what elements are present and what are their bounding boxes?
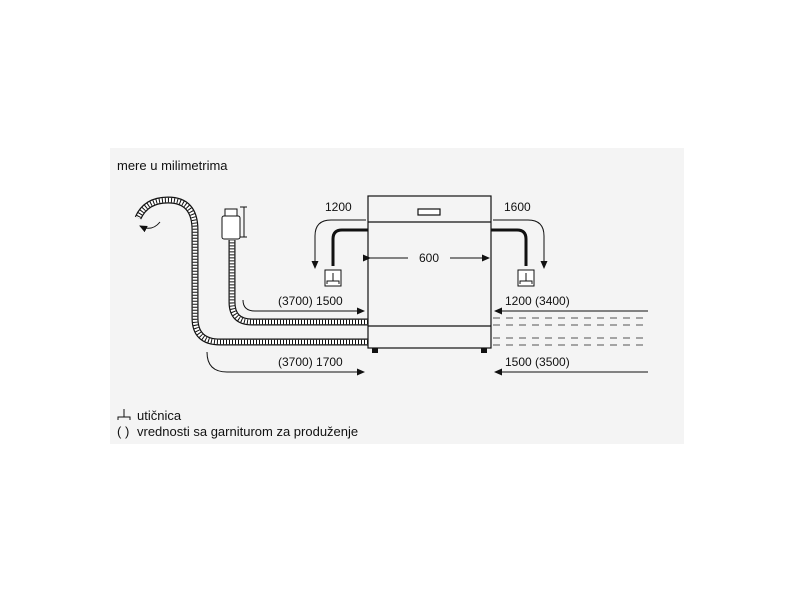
legend-socket-icon (117, 409, 131, 420)
drain-fitting (221, 206, 247, 240)
legend-socket-label: utičnica (137, 408, 182, 423)
left-drain-label: (3700) 1500 (278, 294, 343, 308)
drain-hose (228, 240, 368, 326)
left-power-cord (331, 228, 368, 266)
right-up-label: 1600 (504, 200, 531, 214)
hose-end-arrow-icon (139, 221, 161, 233)
left-supply-label: (3700) 1700 (278, 355, 343, 369)
left-socket-icon (324, 269, 342, 287)
width-label: 600 (419, 251, 439, 265)
right-dashed-hoses (493, 317, 648, 346)
supply-hose (134, 196, 368, 346)
left-up-label: 1200 (325, 200, 352, 214)
right-socket-icon (517, 269, 535, 287)
dishwasher-body (367, 195, 492, 349)
left-supply-dimension (206, 351, 365, 376)
legend-extension-label: vrednosti sa garniturom za produženje (137, 424, 358, 439)
left-up-dimension (311, 219, 366, 269)
right-drain-label: 1200 (3400) (505, 294, 570, 308)
left-drain-dimension (242, 299, 365, 315)
legend-extension-symbol: ( ) (117, 424, 129, 439)
right-up-dimension (493, 219, 548, 269)
units-caption: mere u milimetrima (117, 158, 228, 173)
right-supply-label: 1500 (3500) (505, 355, 570, 369)
right-power-cord (491, 228, 528, 266)
dishwasher-feet (372, 348, 487, 353)
